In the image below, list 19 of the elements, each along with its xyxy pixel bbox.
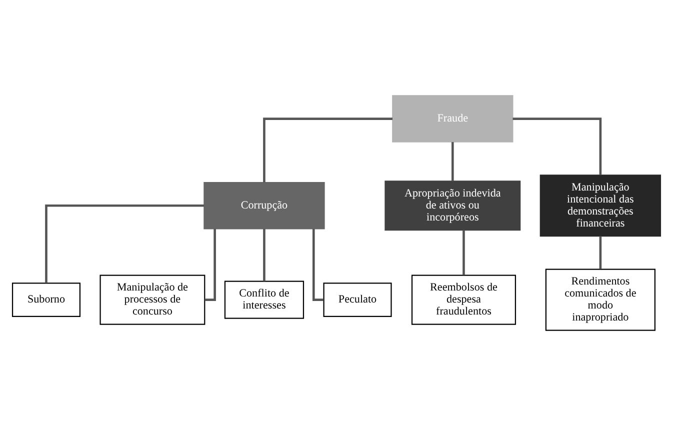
node-box: Peculato — [323, 282, 392, 316]
node-box: Reembolsos de despesa fraudulentos — [411, 274, 516, 324]
connector — [263, 117, 392, 182]
connector — [462, 230, 465, 275]
node-box: Rendimentos comunicados de modo inapropriado — [545, 268, 656, 330]
node-box: Corrupção — [204, 181, 325, 229]
node-box: Manipulação intencional das demonstrações financeiras — [540, 174, 662, 236]
connector — [452, 142, 454, 181]
connector — [599, 236, 602, 269]
node-box: Conflito de interesses — [224, 280, 304, 318]
connector — [263, 228, 266, 281]
connector — [312, 228, 324, 300]
node-box: Apropriação indevida de ativos ou incorpóreos — [384, 180, 521, 230]
connector — [512, 117, 602, 174]
node-box: Suborno — [12, 282, 80, 316]
connector — [45, 204, 204, 282]
node-box: Manipulação de processos de concurso — [100, 274, 206, 324]
connector — [204, 228, 216, 300]
node-box: Fraude — [392, 94, 514, 142]
